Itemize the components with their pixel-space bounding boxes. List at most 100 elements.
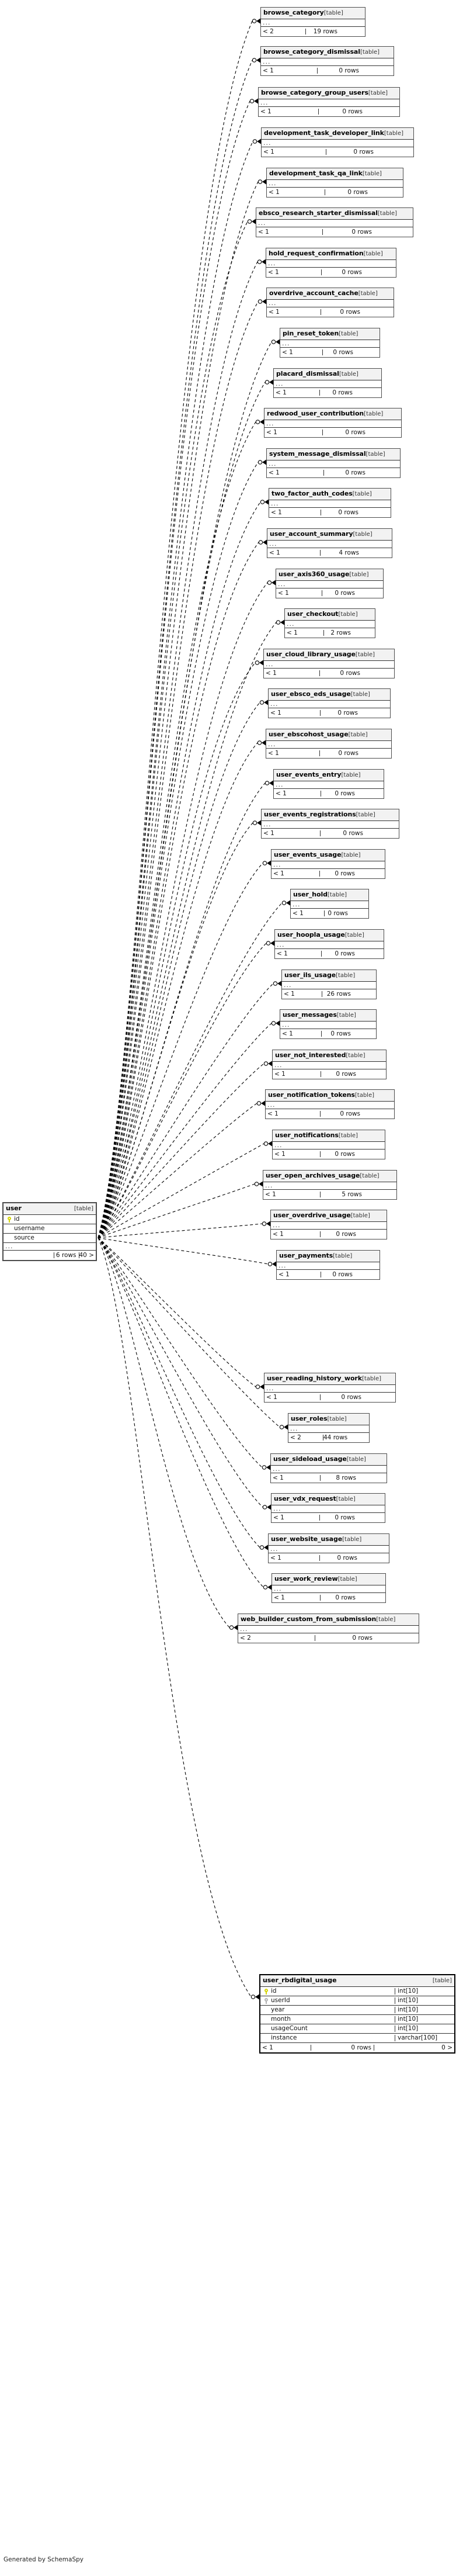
crows-foot-marker (266, 1221, 270, 1227)
more-columns-ellipsis: ... (256, 220, 413, 227)
table-type-label: [table] (344, 932, 364, 939)
footer-rowcount: 0 rows (323, 470, 368, 476)
footer-rowcount: 0 rows (317, 68, 361, 74)
footer-parents: < 1 (258, 228, 269, 236)
column-label: year (271, 2007, 285, 2013)
optional-cardinality-circle (259, 1545, 264, 1550)
footer-rowcount: 0 rows (319, 1555, 360, 1561)
table-header: user_hold[table] (291, 889, 368, 901)
optional-cardinality-circle (247, 219, 252, 224)
more-columns-ellipsis: ... (266, 260, 396, 268)
table-ebsco-research-starter-dismissal[interactable]: ebsco_research_starter_dismissal[table].… (256, 207, 413, 237)
table-header: user_reading_history_work[table] (264, 1373, 395, 1385)
table-web-builder-custom-from-submission[interactable]: web_builder_custom_from_submission[table… (238, 1614, 419, 1643)
more-columns-ellipsis: ... (267, 541, 392, 548)
footer-parents: < 1 (273, 1514, 284, 1521)
column-type: int[10] (395, 1988, 454, 1995)
footer-rowcount: 8 rows (320, 1475, 358, 1481)
crows-foot-marker (272, 1261, 276, 1267)
table-header: browse_category_dismissal[table] (261, 47, 394, 58)
table-browse-category-group-users[interactable]: browse_category_group_users[table]...< 1… (258, 87, 400, 117)
table-type-label: [table] (358, 290, 378, 297)
optional-cardinality-circle (264, 380, 270, 385)
optional-cardinality-circle (279, 1425, 284, 1429)
column-name-cell: month (260, 2016, 395, 2023)
table-header: web_builder_custom_from_submission[table… (238, 1614, 419, 1626)
footer-parents: < 1 (273, 870, 284, 877)
footer-rowcount: 0 rows (320, 1394, 364, 1401)
table-development-task-developer-link[interactable]: development_task_developer_link[table]..… (261, 127, 414, 157)
table-header: pin_reset_token[table] (280, 328, 380, 340)
crows-foot-marker (264, 700, 268, 705)
optional-cardinality-circle (255, 1384, 260, 1389)
crows-foot-marker (267, 860, 271, 866)
table-type-label: [table] (336, 1496, 356, 1502)
column-label: username (14, 1225, 45, 1232)
crows-foot-marker (286, 900, 290, 906)
crows-foot-marker (261, 1100, 265, 1106)
table-header: user_ils_usage[table] (282, 970, 376, 982)
table-name: user_payments (279, 1252, 333, 1259)
table-type-label: [table] (341, 852, 361, 858)
crows-foot-marker (234, 1625, 238, 1630)
table-type-label: [table] (341, 772, 361, 778)
table-name: user_sideload_usage (273, 1455, 347, 1463)
footer-parents: < 1 (260, 108, 271, 115)
footer-rowcount: 26 rows (322, 991, 353, 998)
table-type-label: [table] (432, 1978, 452, 1984)
optional-cardinality-circle (267, 1262, 273, 1266)
crows-foot-marker (260, 1384, 264, 1390)
footer-rowcount: 19 rows (305, 29, 340, 35)
table-header: user_checkout[table] (285, 609, 375, 621)
relationship-edge (98, 742, 258, 1238)
table-header: user_events_usage[table] (271, 850, 385, 861)
footer-parents: < 1 (266, 428, 277, 436)
more-columns-ellipsis: ... (273, 1062, 386, 1069)
more-columns-ellipsis: ... (238, 1626, 419, 1633)
